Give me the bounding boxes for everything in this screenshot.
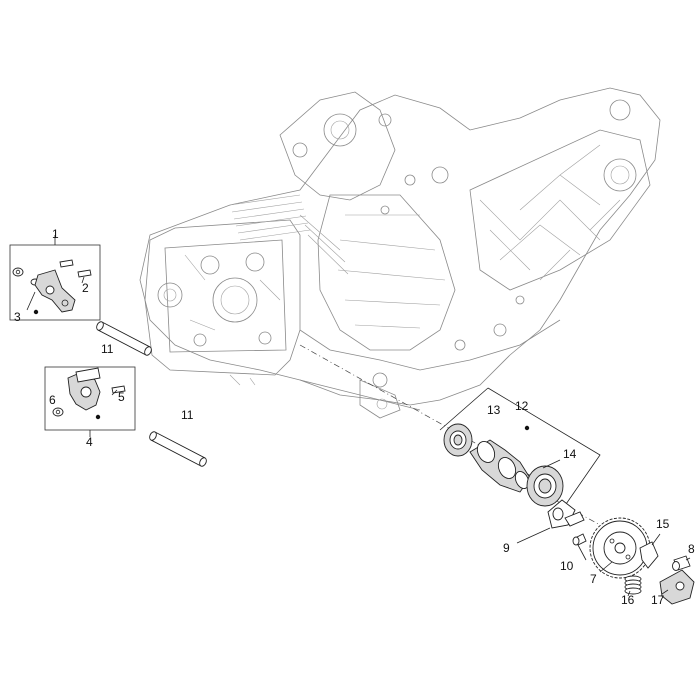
callout-labels: 1 2 3 11 5 6 4 11 12 13 14 9 10 15 8 7 1… bbox=[14, 227, 695, 607]
nut-part bbox=[12, 267, 24, 277]
callout-11-upper: 11 bbox=[101, 342, 114, 356]
callout-14: 14 bbox=[563, 447, 577, 461]
spring-16 bbox=[624, 575, 642, 597]
callout-3: 3 bbox=[14, 310, 21, 324]
counterweight-17 bbox=[659, 569, 695, 605]
engine-crankcase-drawing bbox=[139, 87, 661, 419]
callout-5: 5 bbox=[118, 390, 125, 404]
callout-16: 16 bbox=[621, 593, 635, 607]
screw-8 bbox=[672, 555, 691, 571]
callout-9: 9 bbox=[503, 541, 510, 555]
screw-10 bbox=[572, 533, 587, 546]
decompressor-lever-15 bbox=[639, 533, 661, 569]
bearing-13 bbox=[443, 423, 473, 457]
rocker-arm-kit-group-4 bbox=[44, 366, 136, 437]
callout-2: 2 bbox=[82, 281, 89, 295]
bearing-14 bbox=[526, 465, 564, 507]
callout-6: 6 bbox=[49, 393, 56, 407]
callout-17: 17 bbox=[651, 593, 665, 607]
camshaft-assembly-group-12 bbox=[439, 387, 601, 521]
rocker-shaft-pin-upper bbox=[96, 321, 152, 356]
callout-12: 12 bbox=[515, 399, 529, 413]
callout-15: 15 bbox=[656, 517, 670, 531]
callout-10: 10 bbox=[560, 559, 574, 573]
cam-sprocket-7 bbox=[589, 517, 651, 579]
callout-1: 1 bbox=[52, 227, 59, 241]
rocker-shaft-pin-lower bbox=[149, 431, 207, 467]
callout-13: 13 bbox=[487, 403, 501, 417]
camshaft bbox=[469, 425, 531, 493]
callout-7: 7 bbox=[590, 572, 597, 586]
thrust-plate-9 bbox=[547, 499, 585, 529]
callout-4: 4 bbox=[86, 435, 93, 449]
callout-11-lower: 11 bbox=[181, 408, 194, 422]
rocker-arm-kit-group-1 bbox=[9, 235, 101, 321]
callout-8: 8 bbox=[688, 542, 695, 556]
